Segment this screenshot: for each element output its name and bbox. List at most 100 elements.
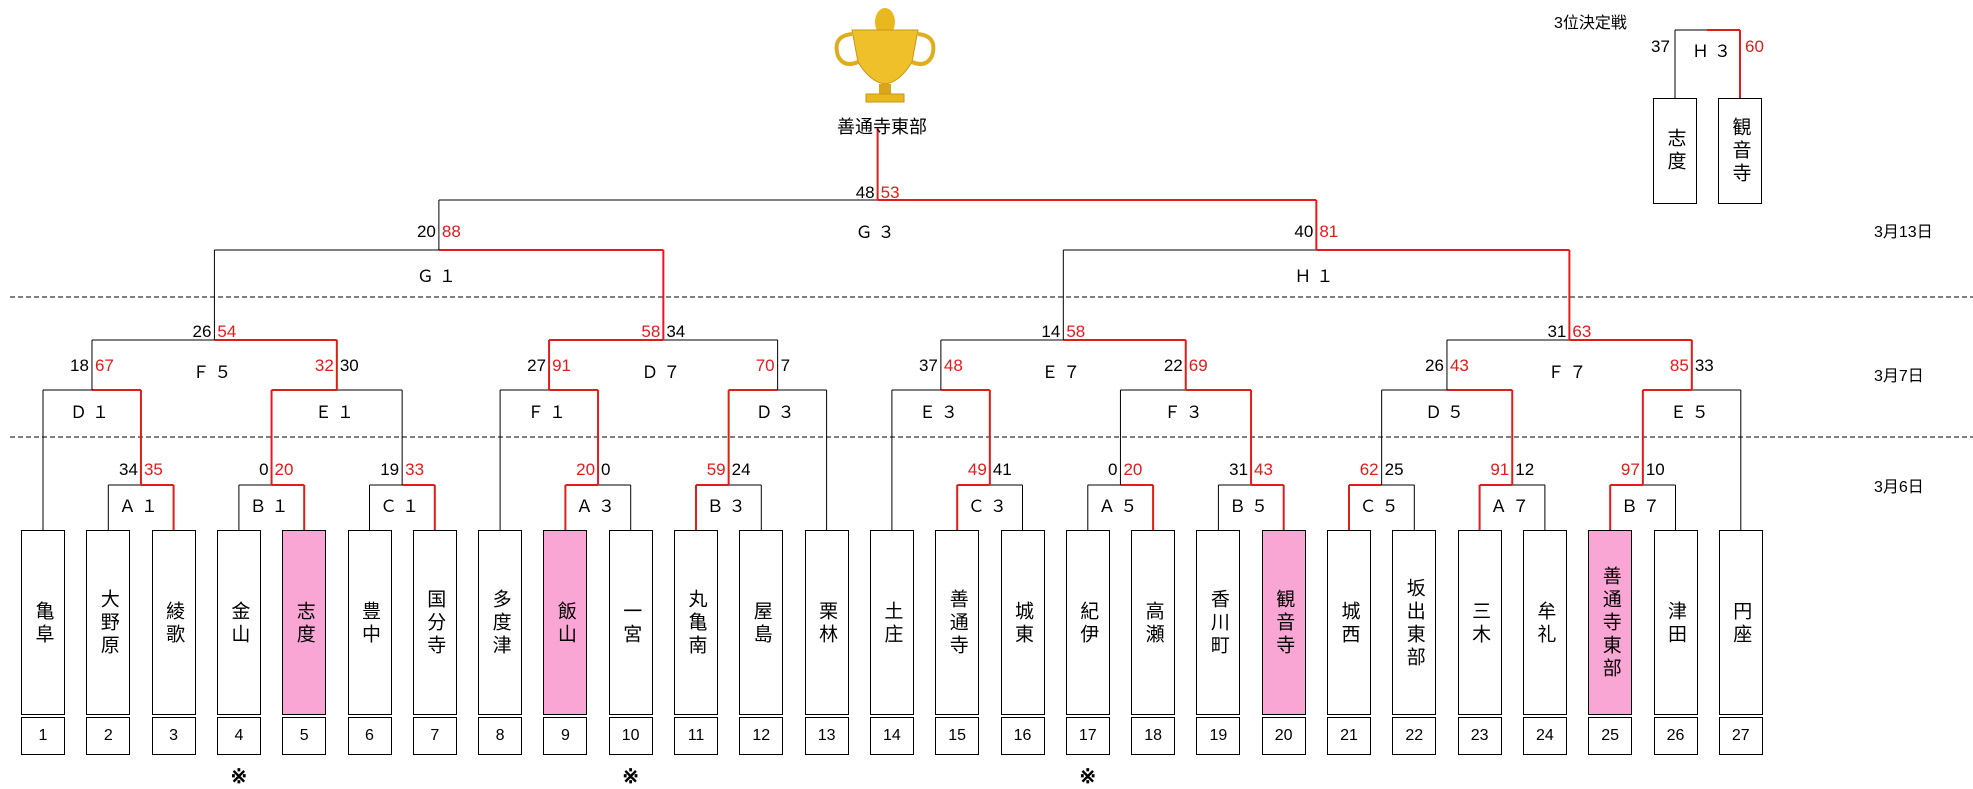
team-box: 坂出東部 xyxy=(1392,530,1437,715)
score-right: 43 xyxy=(1254,460,1273,479)
score-right: 67 xyxy=(94,356,114,375)
team-number: 14 xyxy=(869,717,914,755)
team-box: 多度津 xyxy=(478,530,523,715)
game-label: Ａ１ xyxy=(118,497,163,516)
team-name: 栗林 xyxy=(816,600,838,647)
team-name: 城西 xyxy=(1338,600,1360,647)
third-place-title: 3位決定戦 xyxy=(1554,15,1627,32)
team-number: 23 xyxy=(1457,717,1502,755)
team-name: 大野原 xyxy=(97,589,119,658)
team-name: 国分寺 xyxy=(424,589,446,658)
score-left: 14 xyxy=(1041,322,1061,341)
score-right: 33 xyxy=(405,460,425,479)
note-mark: ※ xyxy=(1079,766,1097,788)
team-name: 円座 xyxy=(1730,600,1752,647)
score-right: 48 xyxy=(943,356,963,375)
team-number: 18 xyxy=(1131,717,1176,755)
score-right: 69 xyxy=(1188,356,1208,375)
score-left: 31 xyxy=(1229,460,1249,479)
team-box: 円座 xyxy=(1718,530,1763,715)
score-left: 49 xyxy=(967,460,987,479)
team-box: 国分寺 xyxy=(412,530,457,715)
third-place-game-label: Ｈ３ xyxy=(1692,42,1736,61)
third-place-team-left: 志度 xyxy=(1653,98,1697,204)
score-left: 0 xyxy=(259,460,269,479)
score-right: 54 xyxy=(217,322,237,341)
game-label: Ｅ３ xyxy=(918,403,963,422)
game-label: Ｇ１ xyxy=(416,267,461,286)
game-label: Ｃ５ xyxy=(1359,497,1404,516)
team-number: 17 xyxy=(1065,717,1110,755)
score-right: 91 xyxy=(552,356,571,375)
team-name: 観音寺 xyxy=(1273,589,1295,658)
score-right: 20 xyxy=(1123,460,1143,479)
team-box: 牟礼 xyxy=(1522,530,1567,715)
team-number: 8 xyxy=(478,717,523,755)
team-name: 丸亀南 xyxy=(685,589,707,658)
score-left: 26 xyxy=(1425,356,1444,375)
team-name: 高瀬 xyxy=(1142,600,1164,647)
score-left: 22 xyxy=(1163,356,1183,375)
game-label: Ｄ１ xyxy=(69,403,114,422)
team-number: 9 xyxy=(543,717,588,755)
team-number: 25 xyxy=(1588,717,1633,755)
team-number: 11 xyxy=(674,717,718,755)
team-number: 19 xyxy=(1196,717,1241,755)
team-name: 多度津 xyxy=(489,589,511,658)
team-box: 紀伊 xyxy=(1065,530,1110,715)
trophy-icon xyxy=(834,8,936,103)
date-first: 3月6日 xyxy=(1874,479,1924,496)
team-number: 4 xyxy=(216,717,261,755)
game-label: Ｃ３ xyxy=(967,497,1012,516)
team-name: 金山 xyxy=(228,600,250,647)
team-name: 屋島 xyxy=(750,600,772,647)
score-right: 88 xyxy=(441,222,461,241)
score-right: 58 xyxy=(1066,322,1086,341)
score-left: 20 xyxy=(416,222,436,241)
score-left: 32 xyxy=(314,356,334,375)
team-number: 21 xyxy=(1327,717,1371,755)
game-label: Ｈ１ xyxy=(1294,267,1339,286)
team-box: 飯山 xyxy=(543,530,588,715)
team-box: 観音寺 xyxy=(1261,530,1306,715)
team-number: 6 xyxy=(347,717,392,755)
team-name: 綾歌 xyxy=(163,600,185,647)
score-left: 27 xyxy=(527,356,547,375)
game-label: Ｆ３ xyxy=(1163,403,1208,422)
score-right: 34 xyxy=(666,322,686,341)
team-number: 12 xyxy=(739,717,784,755)
score-right: 63 xyxy=(1572,322,1592,341)
team-name: 飯山 xyxy=(554,600,576,647)
game-label: Ｂ３ xyxy=(706,497,751,516)
team-box: 一宮 xyxy=(608,530,653,715)
game-label: Ｅ５ xyxy=(1669,403,1714,422)
team-box: 津田 xyxy=(1653,530,1698,715)
game-label: Ｄ５ xyxy=(1424,403,1469,422)
team-name: 亀阜 xyxy=(32,600,54,647)
game-label: Ｄ３ xyxy=(755,403,800,422)
team-box: 大野原 xyxy=(86,530,131,715)
team-box: 栗林 xyxy=(804,530,849,715)
score-left: 59 xyxy=(706,460,726,479)
score-left: 91 xyxy=(1490,460,1510,479)
team-box: 豊中 xyxy=(347,530,392,715)
score-right: 43 xyxy=(1449,356,1469,375)
team-box: 城西 xyxy=(1327,530,1371,715)
team-name: 一宮 xyxy=(620,600,642,647)
team-number: 1 xyxy=(21,717,65,755)
third-place-right-score: 60 xyxy=(1745,37,1764,56)
game-label: Ｂ７ xyxy=(1620,497,1665,516)
score-right: 12 xyxy=(1515,460,1535,479)
score-left: 97 xyxy=(1620,460,1640,479)
team-number: 26 xyxy=(1653,717,1698,755)
date-final: 3月13日 xyxy=(1874,224,1933,241)
team-box: 綾歌 xyxy=(151,530,196,715)
game-label: Ｅ１ xyxy=(314,403,359,422)
score-right: 24 xyxy=(731,460,751,479)
team-box: 香川町 xyxy=(1196,530,1241,715)
third-place-left-score: 37 xyxy=(1651,37,1670,56)
team-number: 3 xyxy=(151,717,196,755)
score-right: 53 xyxy=(880,183,900,202)
game-label: Ｅ７ xyxy=(1041,363,1086,382)
